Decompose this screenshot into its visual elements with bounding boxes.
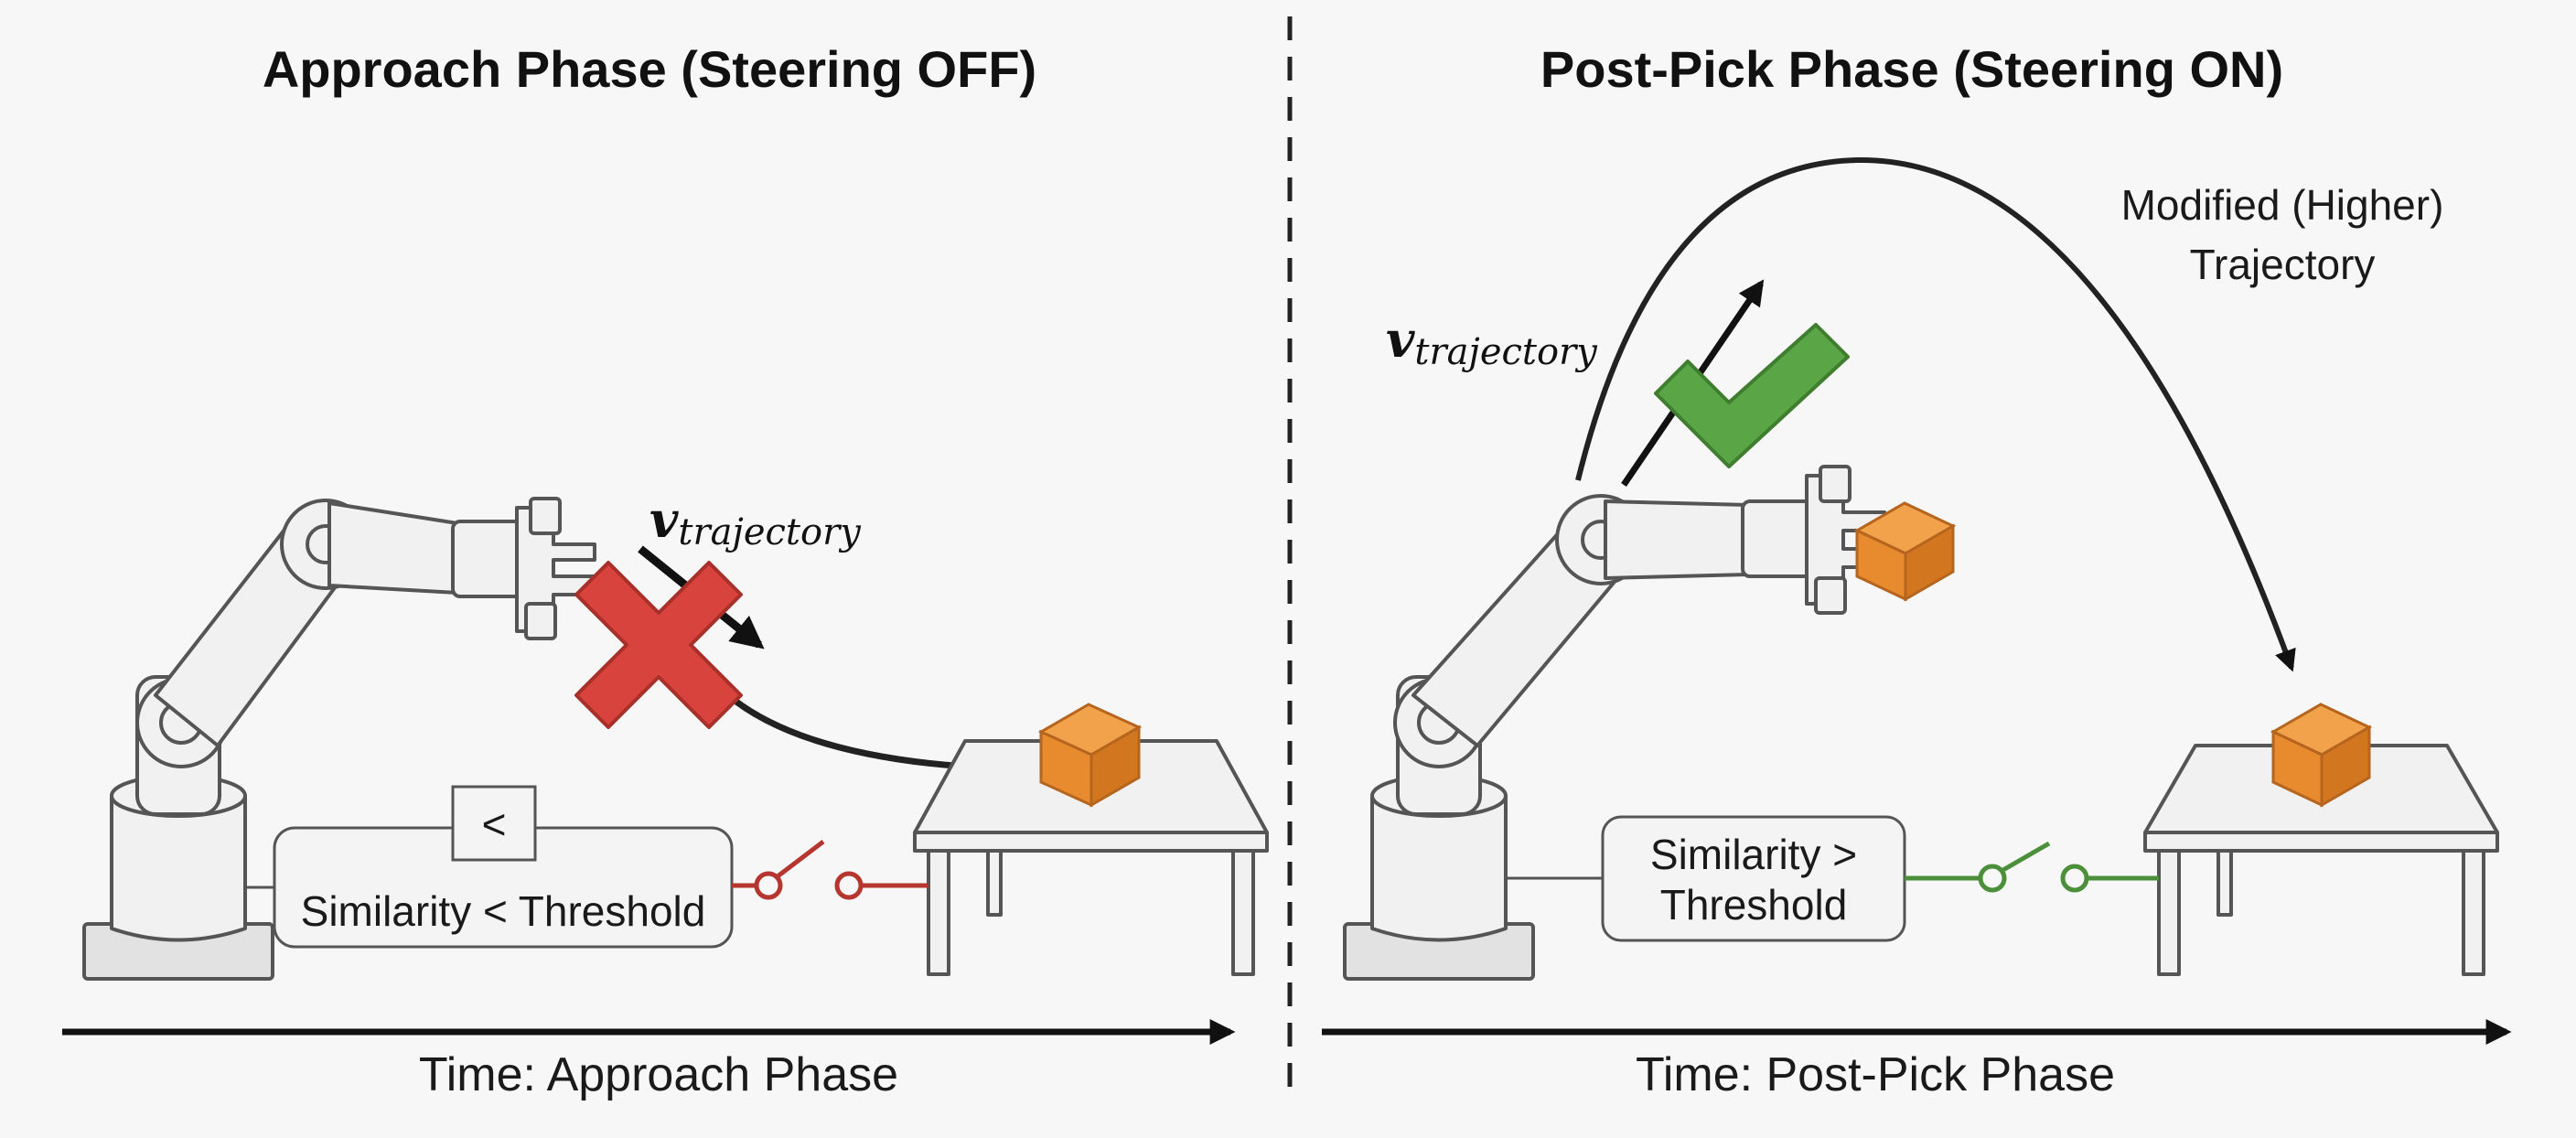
right-condition-line1: Similarity > (1650, 831, 1857, 878)
modified-trajectory-arrow (1575, 156, 2296, 672)
right-table-cube (2270, 703, 2373, 808)
right-condition-box: Similarity > Threshold (1601, 815, 1906, 942)
right-held-cube (1853, 501, 1957, 602)
trajectory-label-line2: Trajectory (2190, 241, 2376, 288)
right-condition-line2: Threshold (1660, 881, 1848, 929)
left-comparator-symbol: < (482, 800, 507, 848)
left-velocity-label: vtrajectory (649, 490, 862, 553)
right-closed-switch (1905, 841, 2159, 893)
right-robot-arm (1343, 465, 1886, 981)
left-condition-box: < Similarity < Threshold (273, 785, 734, 949)
right-velocity-label: vtrajectory (1386, 310, 1598, 373)
left-cube (1037, 703, 1143, 808)
left-title: Approach Phase (Steering OFF) (263, 40, 1036, 98)
left-condition-label: Similarity < Threshold (301, 887, 706, 935)
x-mark-icon (574, 561, 743, 729)
trajectory-label-line1: Modified (Higher) (2121, 181, 2444, 229)
left-open-switch (732, 840, 928, 900)
left-trajectory-arrow (711, 679, 1003, 781)
right-title: Post-Pick Phase (Steering ON) (1540, 40, 2283, 98)
check-mark-icon (1654, 323, 1850, 468)
right-timeline-label: Time: Post-Pick Phase (1636, 1048, 2115, 1101)
left-robot-arm (82, 497, 596, 981)
left-timeline-label: Time: Approach Phase (419, 1048, 898, 1101)
